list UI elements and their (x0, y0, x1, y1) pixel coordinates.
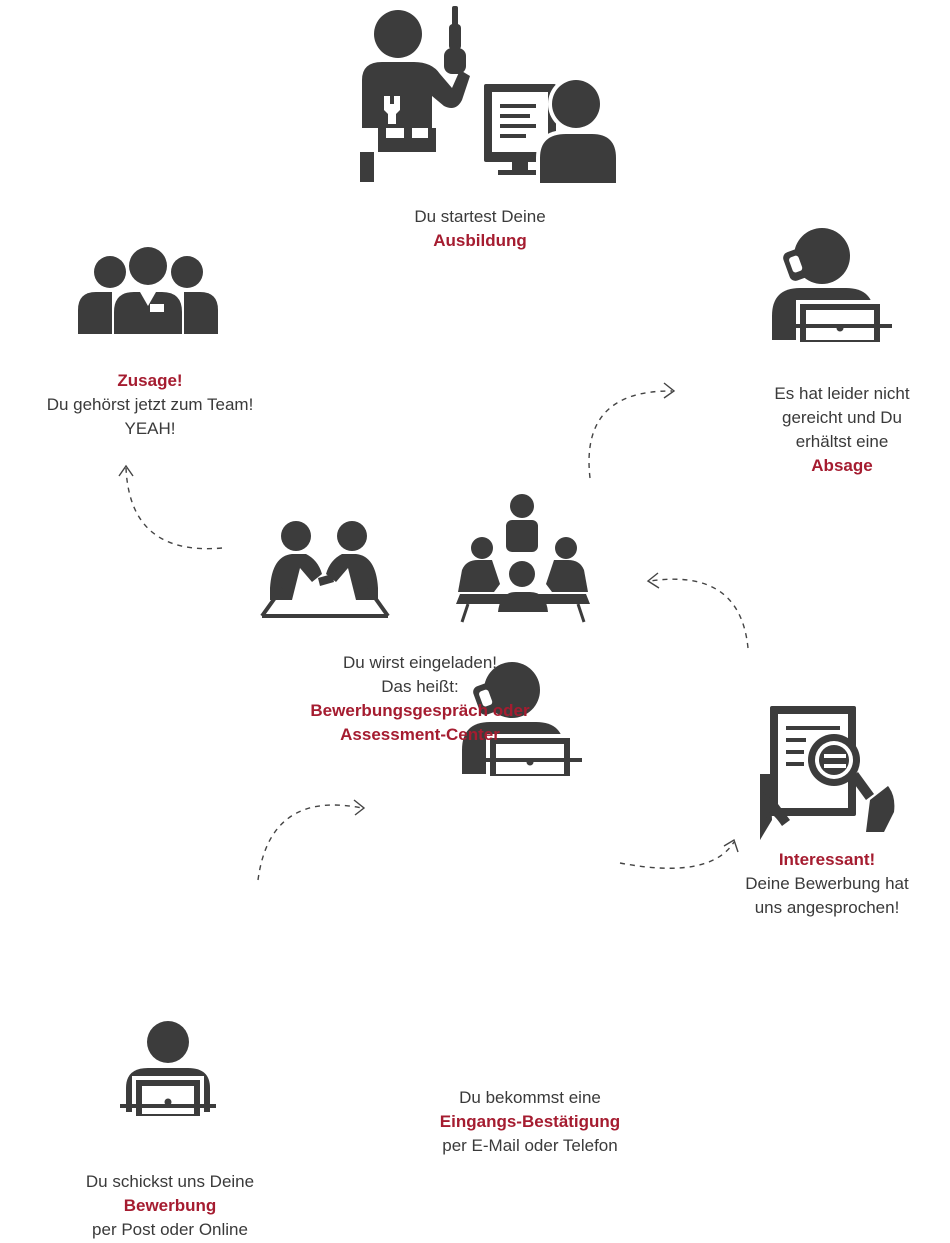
caption-zusage: Zusage! Du gehörst jetzt zum Team! YEAH! (20, 369, 280, 441)
zusage-line2: Du gehörst jetzt zum Team! (46, 395, 254, 414)
bestaetigung-highlight: Eingangs-Bestätigung (439, 1112, 621, 1131)
interessant-highlight: Interessant! (778, 850, 876, 869)
zusage-line3: YEAH! (124, 419, 176, 438)
laptop-user-icon (120, 1021, 216, 1120)
caption-absage: Es hat leider nicht gereicht und Du erhä… (752, 382, 932, 478)
bewerbung-line1: Du schickst uns Deine (85, 1172, 255, 1191)
bestaetigung-line3: per E-Mail oder Telefon (442, 1136, 618, 1155)
einladung-highlight-1: Bewerbungsgespräch oder (310, 701, 530, 720)
craftsman-icon (360, 6, 470, 182)
einladung-highlight-2: Assessment-Center (340, 725, 500, 744)
absage-line2: gereicht und Du (781, 408, 903, 427)
absage-highlight: Absage (811, 456, 873, 475)
document-magnifier-icon (760, 706, 895, 840)
office-worker-icon (484, 76, 620, 185)
phone-laptop-icon-2 (462, 662, 582, 778)
interessant-line3: uns angesprochen! (754, 898, 900, 917)
interessant-line2: Deine Bewerbung hat (745, 874, 909, 893)
handshake-icon (260, 521, 390, 618)
absage-line1: Es hat leider nicht (774, 384, 910, 403)
flow-arrows (118, 382, 749, 881)
start-highlight: Ausbildung (433, 231, 527, 250)
absage-line3: erhältst eine (795, 432, 889, 451)
meeting-icon (456, 494, 590, 623)
start-line1: Du startest Deine (414, 207, 546, 226)
caption-bewerbung: Du schickst uns Deine Bewerbung per Post… (40, 1170, 300, 1242)
einladung-line2: Das heißt: (381, 677, 459, 696)
bewerbung-line3: per Post oder Online (92, 1220, 248, 1239)
zusage-highlight: Zusage! (117, 371, 183, 390)
caption-start: Du startest Deine Ausbildung (380, 205, 580, 253)
caption-interessant: Interessant! Deine Bewerbung hat uns ang… (712, 848, 942, 920)
einladung-line1: Du wirst eingeladen! (342, 653, 498, 672)
team-icon (78, 247, 218, 334)
bestaetigung-line1: Du bekommst eine (459, 1088, 601, 1107)
caption-bestaetigung: Du bekommst eine Eingangs-Bestätigung pe… (400, 1086, 660, 1158)
bewerbung-highlight: Bewerbung (123, 1196, 217, 1215)
caption-einladung: Du wirst eingeladen! Das heißt: Bewerbun… (280, 651, 560, 747)
phone-laptop-icon (772, 228, 892, 344)
